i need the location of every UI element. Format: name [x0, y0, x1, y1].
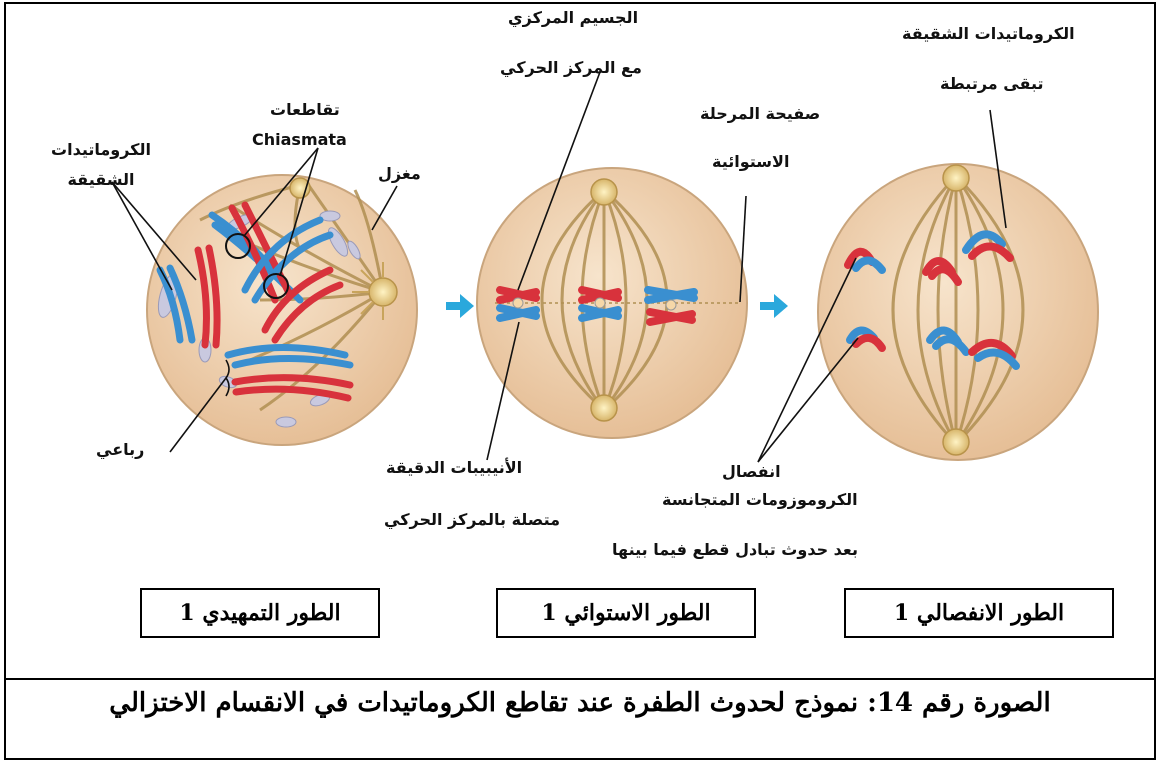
anaphase-centrosome-bottom	[943, 429, 969, 455]
stage-arrow-2	[760, 294, 788, 318]
label-chiasmata-ar: تقاطعات	[270, 100, 340, 119]
label-chiasmata-en: Chiasmata	[252, 130, 347, 149]
label-metaphase-plate-2: الاستوائية	[712, 152, 789, 171]
label-sister-chromatids-right: الكروماتيدات الشقيقة	[902, 24, 1075, 43]
stage-box-metaphase: الطور الاستوائي 1	[496, 588, 756, 638]
label-microtubules: الأنيبيبات الدقيقة	[386, 458, 522, 477]
anaphase-cell	[758, 110, 1098, 462]
label-metaphase-plate-1: صفيحة المرحلة	[700, 104, 820, 123]
stage-box-prophase: الطور التمهيدي 1	[140, 588, 380, 638]
label-spindle: مغزل	[378, 164, 421, 183]
meiosis-diagram	[0, 0, 1162, 680]
label-attached-to-kinetochore: متصلة بالمركز الحركي	[384, 510, 560, 529]
label-centrosome: الجسيم المركزي	[508, 8, 638, 27]
stage-box-anaphase: الطور الانفصالي 1	[844, 588, 1114, 638]
anaphase-centrosome-top	[943, 165, 969, 191]
metaphase-cell	[477, 72, 747, 460]
anaphase-cell-body	[818, 164, 1098, 460]
label-sister-chromatids-left-text: الكروماتيدات الشقيقة	[46, 135, 156, 195]
label-after-crossing-over: بعد حدوث تبادل قطع فيما بينها	[612, 540, 858, 559]
prophase-centrosome-top	[290, 178, 310, 198]
prophase-cell	[112, 148, 417, 452]
stage-arrow-1	[446, 294, 474, 318]
label-homologous-chromosomes: الكروموزومات المتجانسة	[662, 490, 858, 509]
label-separation: انفصال	[722, 462, 781, 481]
label-sister-chromatids-left: الكروماتيدات الشقيقة	[46, 135, 156, 195]
metaphase-centrosome-bottom	[591, 395, 617, 421]
label-with-kinetochore: مع المركز الحركي	[500, 58, 642, 77]
metaphase-centrosome-top	[591, 179, 617, 205]
figure-caption: الصورة رقم 14: نموذج لحدوث الطفرة عند تق…	[10, 688, 1150, 718]
label-tetrad: رباعي	[96, 440, 144, 459]
label-remain-attached: تبقى مرتبطة	[940, 74, 1044, 93]
